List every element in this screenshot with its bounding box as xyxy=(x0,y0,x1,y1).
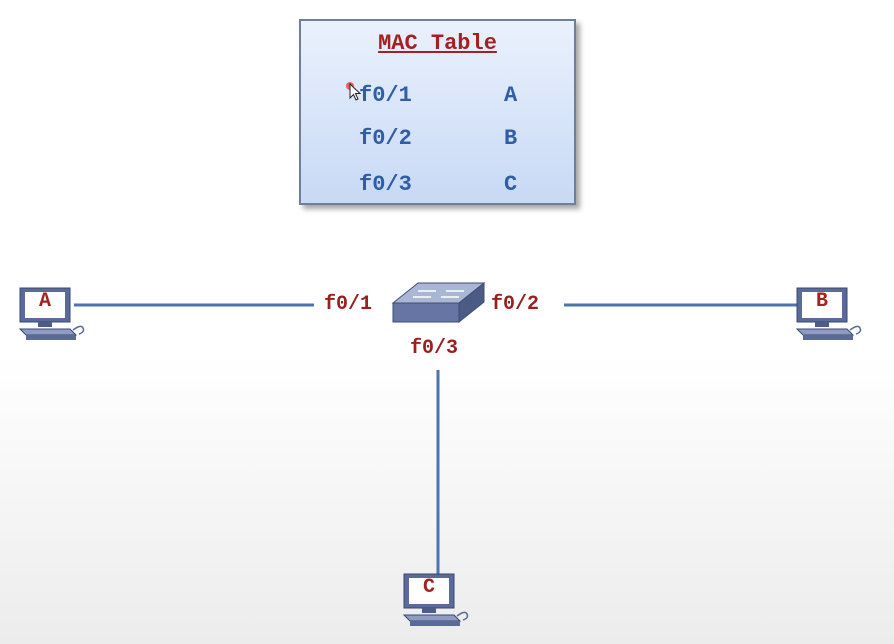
mac-host: C xyxy=(504,172,518,197)
computer-b[interactable]: B xyxy=(795,286,865,346)
mac-port: f0/1 xyxy=(359,83,412,108)
mac-table-row: f0/3 C xyxy=(301,172,574,202)
mac-table-title: MAC Table xyxy=(378,31,497,56)
mac-table: MAC Table f0/1 A f0/2 B f0/3 C xyxy=(299,19,576,205)
computer-a[interactable]: A xyxy=(18,286,88,346)
computer-icon xyxy=(795,287,862,340)
computer-label: A xyxy=(38,290,51,313)
computer-label: C xyxy=(422,576,435,599)
port-label-f0-3: f0/3 xyxy=(410,337,459,360)
mac-port: f0/2 xyxy=(359,126,412,151)
port-label-f0-2: f0/2 xyxy=(491,293,540,316)
computer-icon xyxy=(18,287,85,340)
computer-label: B xyxy=(815,290,828,313)
mac-table-row: f0/2 B xyxy=(301,126,574,156)
mac-host: A xyxy=(504,83,518,108)
mac-host: B xyxy=(504,126,518,151)
port-label-f0-1: f0/1 xyxy=(324,293,373,316)
computer-c[interactable]: C xyxy=(402,572,472,632)
mac-table-row: f0/1 A xyxy=(301,82,574,113)
mac-port: f0/3 xyxy=(359,172,412,197)
computer-icon xyxy=(402,573,469,626)
switch-icon xyxy=(391,281,486,324)
mouse-cursor-icon xyxy=(346,82,362,101)
